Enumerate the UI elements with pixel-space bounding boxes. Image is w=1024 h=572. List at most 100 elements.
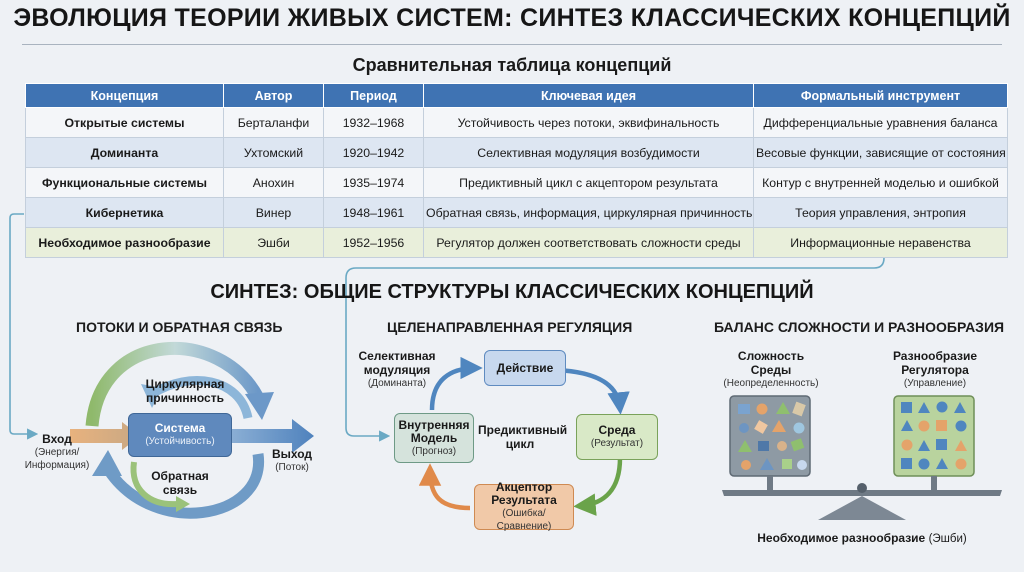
shape-triangle [760,458,774,470]
cycle-arrow-action-env [555,367,630,415]
table-connector-middle [345,257,885,442]
system-box: Система (Устойчивость) [128,413,232,457]
table-header-cell: Концепция [25,83,224,108]
cycle-arrow-model-action [429,356,483,411]
shape-triangle [936,458,948,469]
table-cell: Берталанфи [223,107,324,138]
shape-circle [918,458,930,470]
table-cell: Открытые системы [25,107,224,138]
shape-circle [741,460,751,470]
requisite-variety-label: Необходимое разнообразие [757,531,926,545]
shape-circle [756,403,768,415]
table-cell: Весовые функции, зависящие от состояния [753,137,1008,168]
circular-arrow-head [245,392,274,420]
concepts-table: Концепция Автор Период Ключевая идея Фор… [25,83,1008,258]
inner-arrow-up-head [141,384,162,408]
inner-arrow-down-head [176,496,190,512]
table-cell: 1952–1956 [323,227,424,258]
shape-triangle [955,440,967,451]
table-cell: Доминанта [25,137,224,168]
shape-triangle [954,402,966,413]
shape-square [738,404,750,414]
cycle-arrow-acceptor-model [418,463,471,511]
complexity-stand [767,476,773,490]
shape-circle [955,420,967,432]
output-arrow [232,419,314,453]
table-cell: Устойчивость через потоки, эквифинальнос… [423,107,754,138]
table-cell: 1920–1942 [323,137,424,168]
table-cell: Теория управления, энтропия [753,197,1008,228]
shape-circle [739,423,749,433]
table-cell: Дифференциальные уравнения баланса [753,107,1008,138]
shape-triangle [901,420,913,431]
shape-square [792,401,806,417]
table-header-cell: Период [323,83,424,108]
balance-section-title: БАЛАНС СЛОЖНОСТИ И РАЗНООБРАЗИЯ [714,319,1005,335]
shape-square [901,458,912,469]
inner-arrow-down [130,461,179,508]
shape-circle [918,420,930,432]
table-cell: 1932–1968 [323,107,424,138]
shape-triangle [772,420,786,432]
regulation-section-title: ЦЕЛЕНАПРАВЛЕННАЯ РЕГУЛЯЦИЯ [387,319,633,335]
shape-square [936,420,947,431]
table-row: Открытые системы Берталанфи 1932–1968 Ус… [25,107,1008,138]
table-cell: Ухтомский [223,137,324,168]
table-cell: Обратная связь, информация, циркулярная … [423,197,754,228]
table-cell: Селективная модуляция возбудимости [423,137,754,168]
system-sublabel: (Устойчивость) [145,436,215,447]
shape-circle [936,401,948,413]
table-cell: Эшби [223,227,324,258]
table-header-row: Концепция Автор Период Ключевая идея Фор… [25,83,1008,108]
environment-label: Среда [598,423,636,437]
environment-complexity-label: Сложность Среды (Неопределенность) [716,349,826,390]
table-cell: Функциональные системы [25,167,224,198]
cycle-arrow-env-acceptor [573,457,623,516]
output-sublabel: (Поток) [275,462,309,473]
circular-causality-arrow [85,341,264,427]
requisite-variety-author: (Эшби) [928,533,967,545]
internal-model-box: Внутренняя Модель (Прогноз) [394,413,474,463]
table-cell: Информационные неравенства [753,227,1008,258]
predictive-cycle-label: Предиктивный цикл [478,423,568,451]
feedback-label: Обратная связь [151,469,209,497]
shape-square [758,441,769,451]
flows-section-title: ПОТОКИ И ОБРАТНАЯ СВЯЗЬ [76,319,283,335]
variety-shapes [901,401,967,470]
action-box: Действие [484,350,566,386]
acceptor-sublabel: (Ошибка/Сравнение) [496,508,552,532]
table-row: Кибернетика Винер 1948–1961 Обратная свя… [25,197,1008,228]
synthesis-title: СИНТЕЗ: ОБЩИЕ СТРУКТУРЫ КЛАССИЧЕСКИХ КОН… [210,281,814,303]
variety-stand [931,476,937,490]
output-label: Выход (Поток) [262,447,322,474]
shape-square [936,439,947,450]
feedback-arrow-head [92,450,122,476]
table-title: Сравнительная таблица концепций [352,55,672,75]
requisite-variety-footer: Необходимое разнообразие (Эшби) [732,532,992,546]
table-cell: Анохин [223,167,324,198]
environment-sublabel: (Результат) [590,438,644,449]
shape-triangle [918,440,930,451]
system-label: Система [154,421,206,435]
internal-model-sublabel: (Прогноз) [411,445,457,457]
complexity-shapes [738,401,807,470]
feedback-arrow [101,453,264,519]
table-row: Необходимое разнообразие Эшби 1952–1956 … [25,227,1008,258]
shape-triangle [776,402,790,414]
shape-square [782,459,792,469]
circular-causality-label: Циркулярная причинность [145,377,225,405]
shape-circle [955,458,967,470]
shape-square [901,402,912,413]
environment-box: Среда (Результат) [576,414,658,460]
shape-triangle [918,402,930,413]
table-cell: Необходимое разнообразие [25,227,224,258]
shape-circle [901,439,913,451]
title-divider [22,44,1002,45]
table-cell: Регулятор должен соответствовать сложнос… [423,227,754,258]
main-title: ЭВОЛЮЦИЯ ТЕОРИИ ЖИВЫХ СИСТЕМ: СИНТЕЗ КЛА… [13,4,1011,32]
shape-square [754,420,768,434]
regulator-variety-sublabel: (Управление) [903,378,967,389]
shape-triangle [738,440,752,452]
table-header-cell: Ключевая идея [423,83,754,108]
